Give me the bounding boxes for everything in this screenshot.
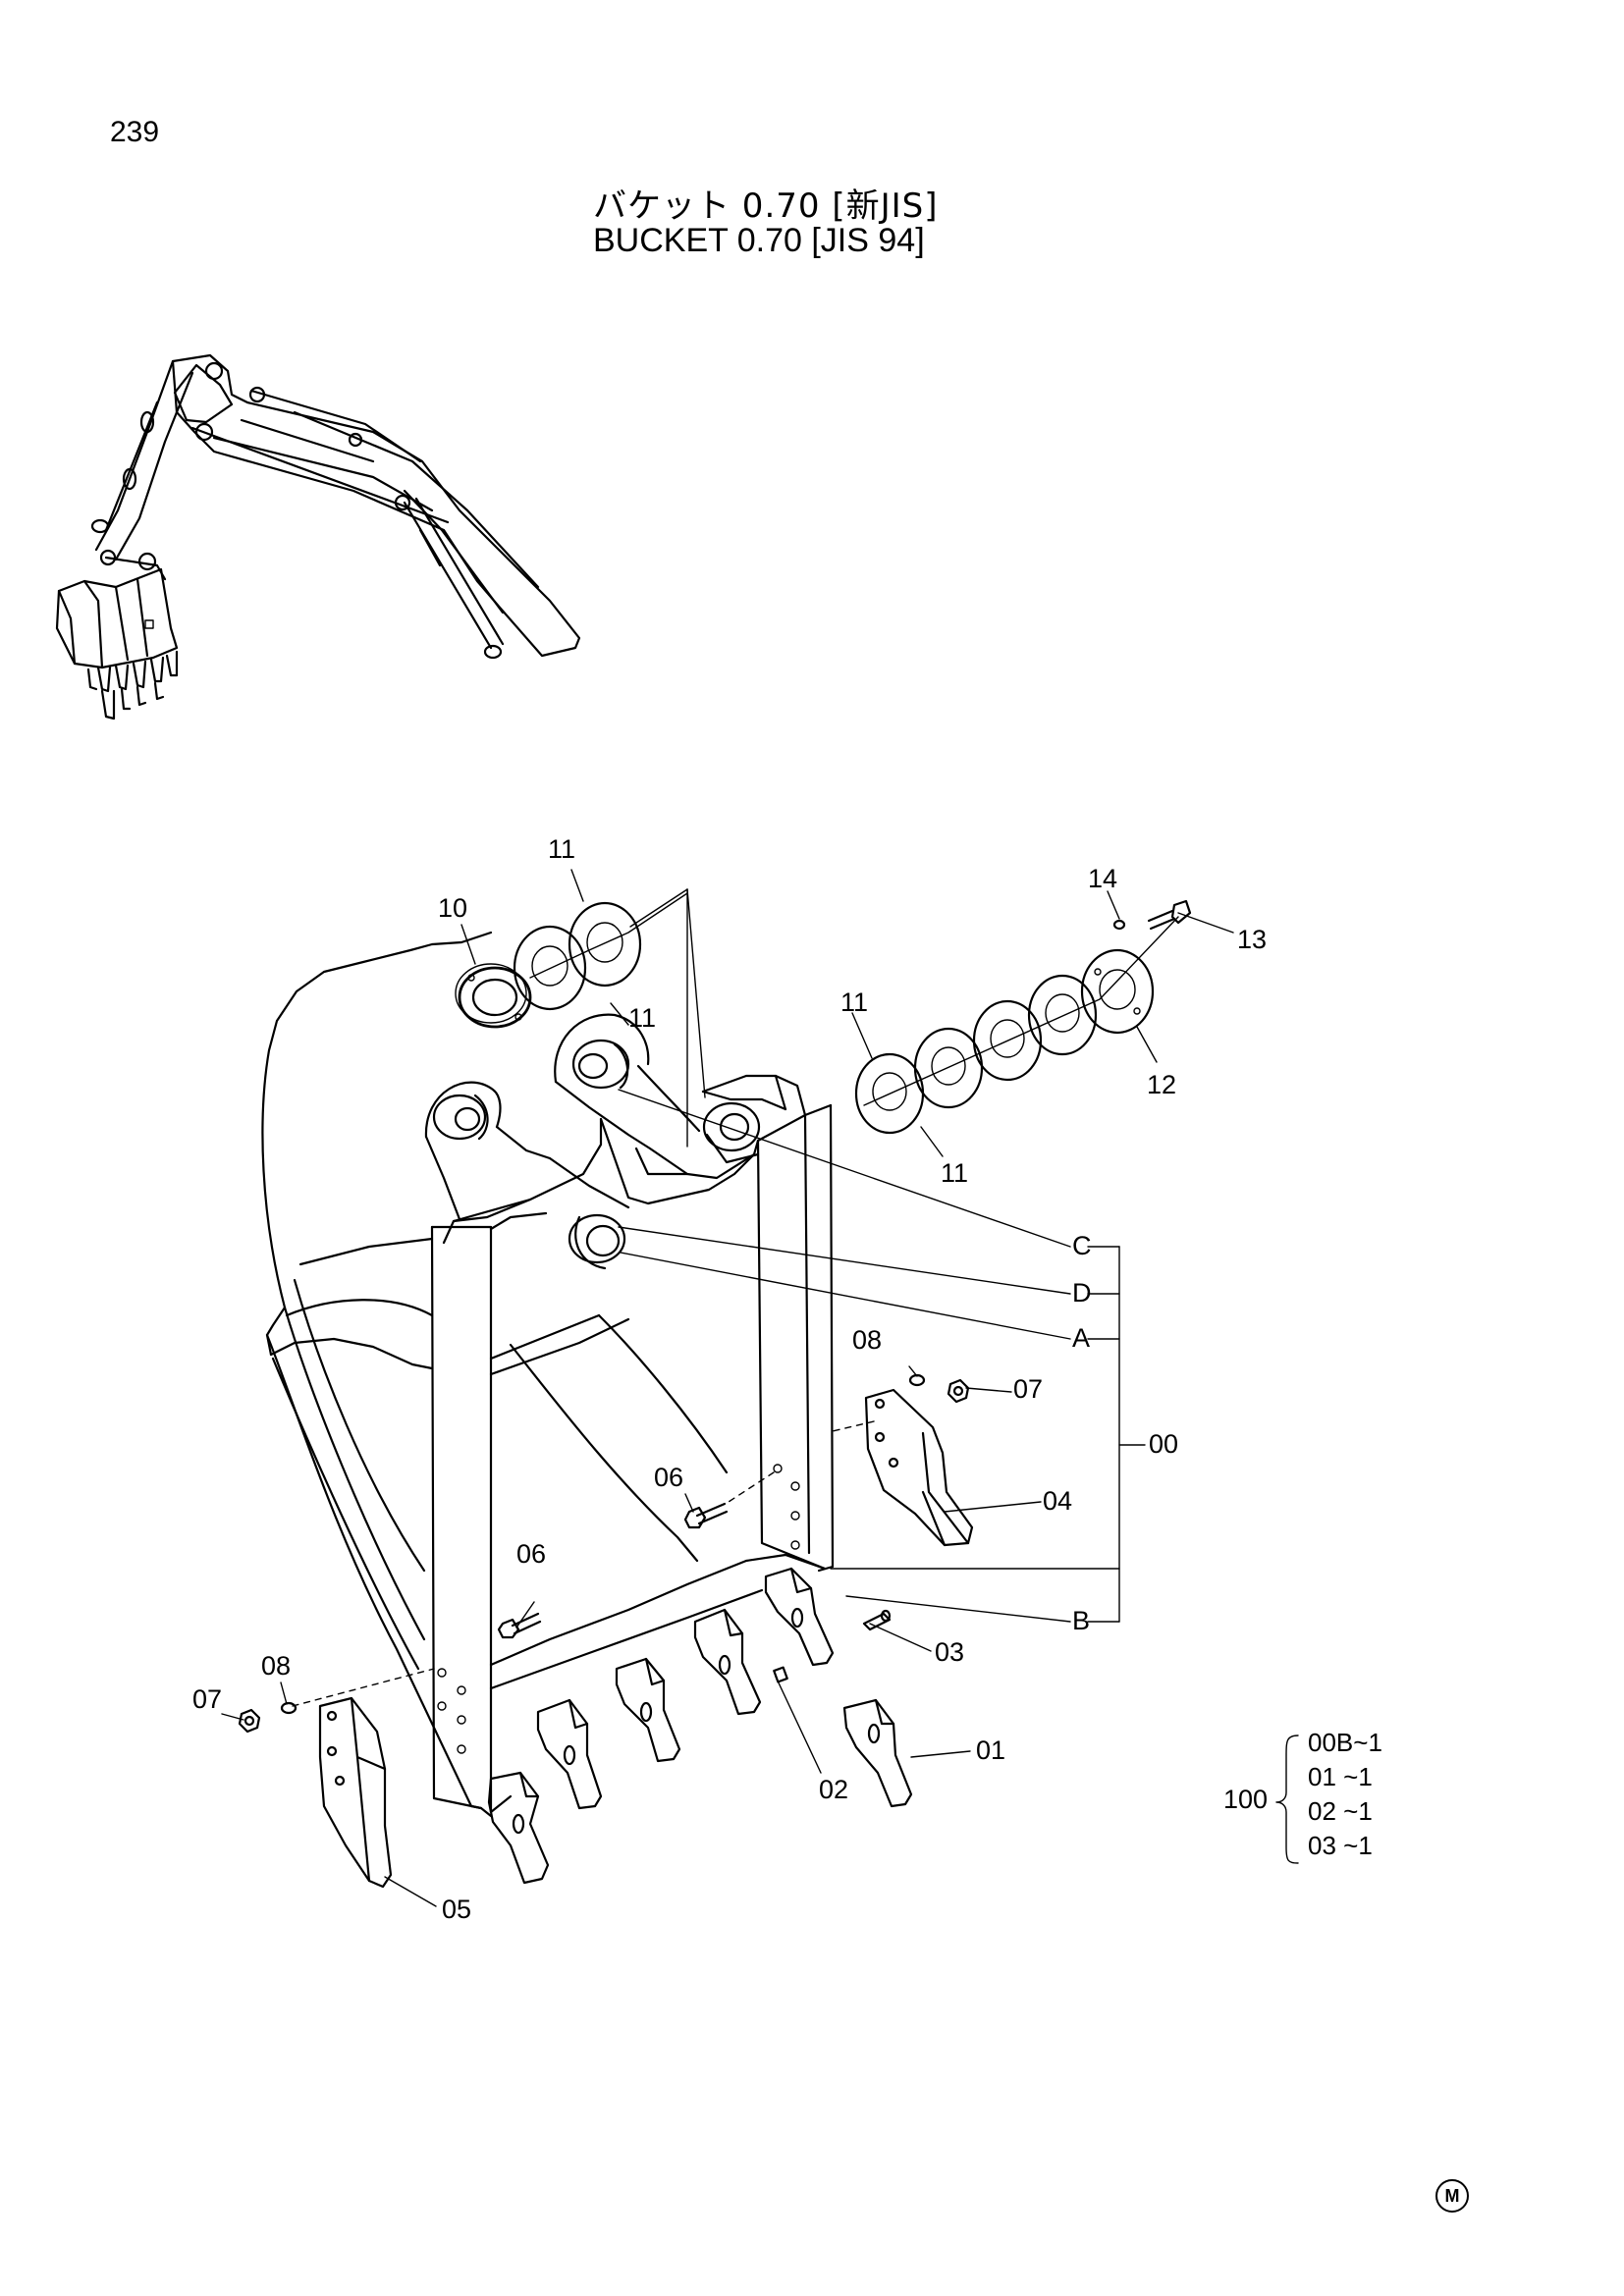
callout-13: 13 [1237,925,1268,954]
callout-04: 04 [1043,1486,1073,1516]
callout-07-right: 07 [1013,1374,1044,1404]
page-title-english: BUCKET 0.70 [JIS 94] [593,222,925,259]
page-number: 239 [110,116,160,148]
callout-08-right: 08 [852,1325,883,1355]
callout-02: 02 [819,1775,849,1804]
fasteners [238,899,1192,1734]
callout-05: 05 [442,1895,472,1924]
kit-number: 100 [1223,1785,1269,1814]
callout-07-left: 07 [192,1684,223,1714]
side-cutters [318,1388,974,1889]
callout-11-mid: 11 [840,988,869,1017]
callout-00: 00 [1149,1429,1179,1459]
leader-lines [221,869,1299,1907]
kit-line-4: 03 ~1 [1308,1831,1373,1860]
callout-A: A [1072,1323,1091,1353]
page-title-japanese: バケット 0.70 [新JIS] [593,187,939,226]
kit-line-2: 01 ~1 [1308,1762,1373,1791]
callout-06-lower: 06 [516,1539,547,1569]
kit-line-1: 00B~1 [1308,1728,1382,1757]
callout-D: D [1072,1278,1092,1308]
callout-06-upper: 06 [654,1463,684,1492]
callout-B: B [1072,1606,1091,1635]
callout-11-top: 11 [548,834,576,864]
callout-11-left-bottom: 11 [628,1003,657,1033]
callout-14: 14 [1088,864,1118,893]
callout-10: 10 [438,893,468,923]
bucket-assembly [261,931,835,1818]
callout-08-left: 08 [261,1651,292,1681]
callout-03: 03 [935,1637,965,1667]
callout-01: 01 [976,1735,1006,1765]
manufacturer-mark: M [1435,2179,1469,2213]
shims-and-seals [455,892,1179,1135]
bucket-teeth [487,1567,913,1885]
kit-line-3: 02 ~1 [1308,1796,1373,1826]
callout-C: C [1072,1231,1092,1260]
excavator-arm-thumbnail [55,353,581,721]
callout-11-low: 11 [941,1158,969,1188]
callout-12: 12 [1147,1070,1177,1099]
